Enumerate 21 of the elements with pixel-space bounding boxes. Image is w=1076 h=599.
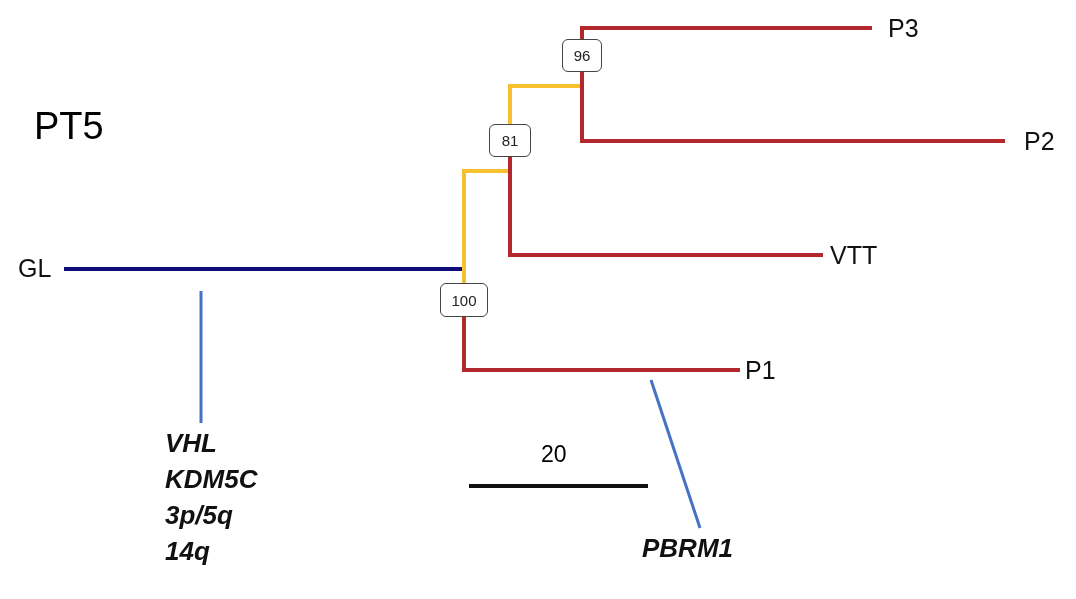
scale-label: 20 — [541, 440, 567, 468]
gene-label: KDM5C — [165, 463, 259, 496]
leaf-label: P2 — [1024, 126, 1074, 156]
gene-label: PBRM1 — [642, 532, 734, 565]
gene-label: 14q — [165, 535, 211, 568]
leaf-label: GL — [18, 253, 64, 283]
gene-label: VHL — [165, 427, 218, 460]
bootstrap-value: 96 — [562, 39, 602, 72]
title: PT5 — [34, 104, 104, 148]
bootstrap-value: 81 — [489, 124, 531, 157]
leader-line — [649, 379, 702, 529]
leaf-label: P3 — [888, 13, 938, 43]
bootstrap-value: 100 — [440, 283, 488, 317]
gene-label: 3p/5q — [165, 499, 234, 532]
tree-branch — [508, 157, 823, 257]
leaf-label: P1 — [745, 355, 795, 385]
leaf-label: VTT — [830, 240, 900, 270]
tree-branch — [462, 317, 740, 372]
leader-line — [199, 291, 203, 423]
tree-branch — [580, 26, 872, 39]
tree-branch — [580, 72, 1005, 143]
